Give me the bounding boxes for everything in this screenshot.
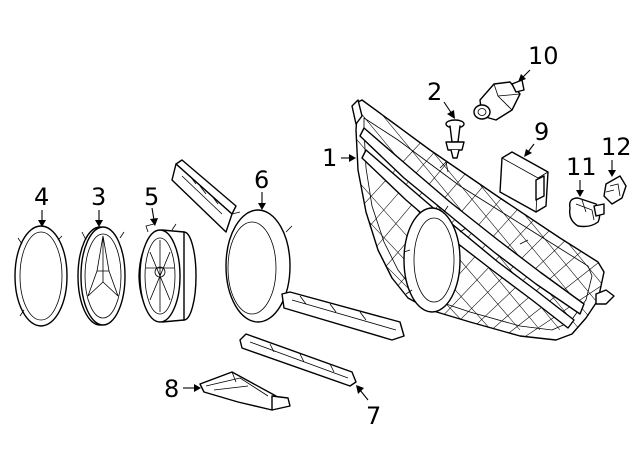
callout-10: 10 — [528, 42, 559, 70]
callout-11: 11 — [566, 153, 597, 181]
callout-4: 4 — [34, 183, 49, 211]
callout-6: 6 — [254, 166, 269, 194]
part-6-emblem-frame — [171, 159, 405, 341]
part-1-grille — [351, 99, 615, 341]
callout-12: 12 — [601, 133, 632, 161]
part-10-sensor — [473, 79, 525, 121]
leader-arrows — [38, 69, 616, 401]
part-9-module — [499, 151, 549, 213]
part-7-lower-strip — [239, 333, 357, 387]
part-3-star-emblem — [77, 226, 126, 326]
callout-7: 7 — [366, 402, 381, 430]
callout-2: 2 — [427, 78, 442, 106]
callout-1: 1 — [322, 144, 337, 172]
part-8-bracket — [199, 371, 291, 411]
callout-5: 5 — [144, 183, 159, 211]
part-11-housing — [568, 197, 605, 228]
part-5-emblem-carrier — [138, 223, 197, 323]
callout-labels: 1 2 3 4 5 6 7 8 9 10 11 12 — [34, 42, 632, 430]
part-2-clip — [445, 119, 465, 159]
callout-3: 3 — [91, 183, 106, 211]
part-4-ring — [14, 225, 68, 327]
callout-9: 9 — [534, 118, 549, 146]
part-12-bracket — [603, 175, 627, 205]
callout-8: 8 — [164, 375, 179, 403]
